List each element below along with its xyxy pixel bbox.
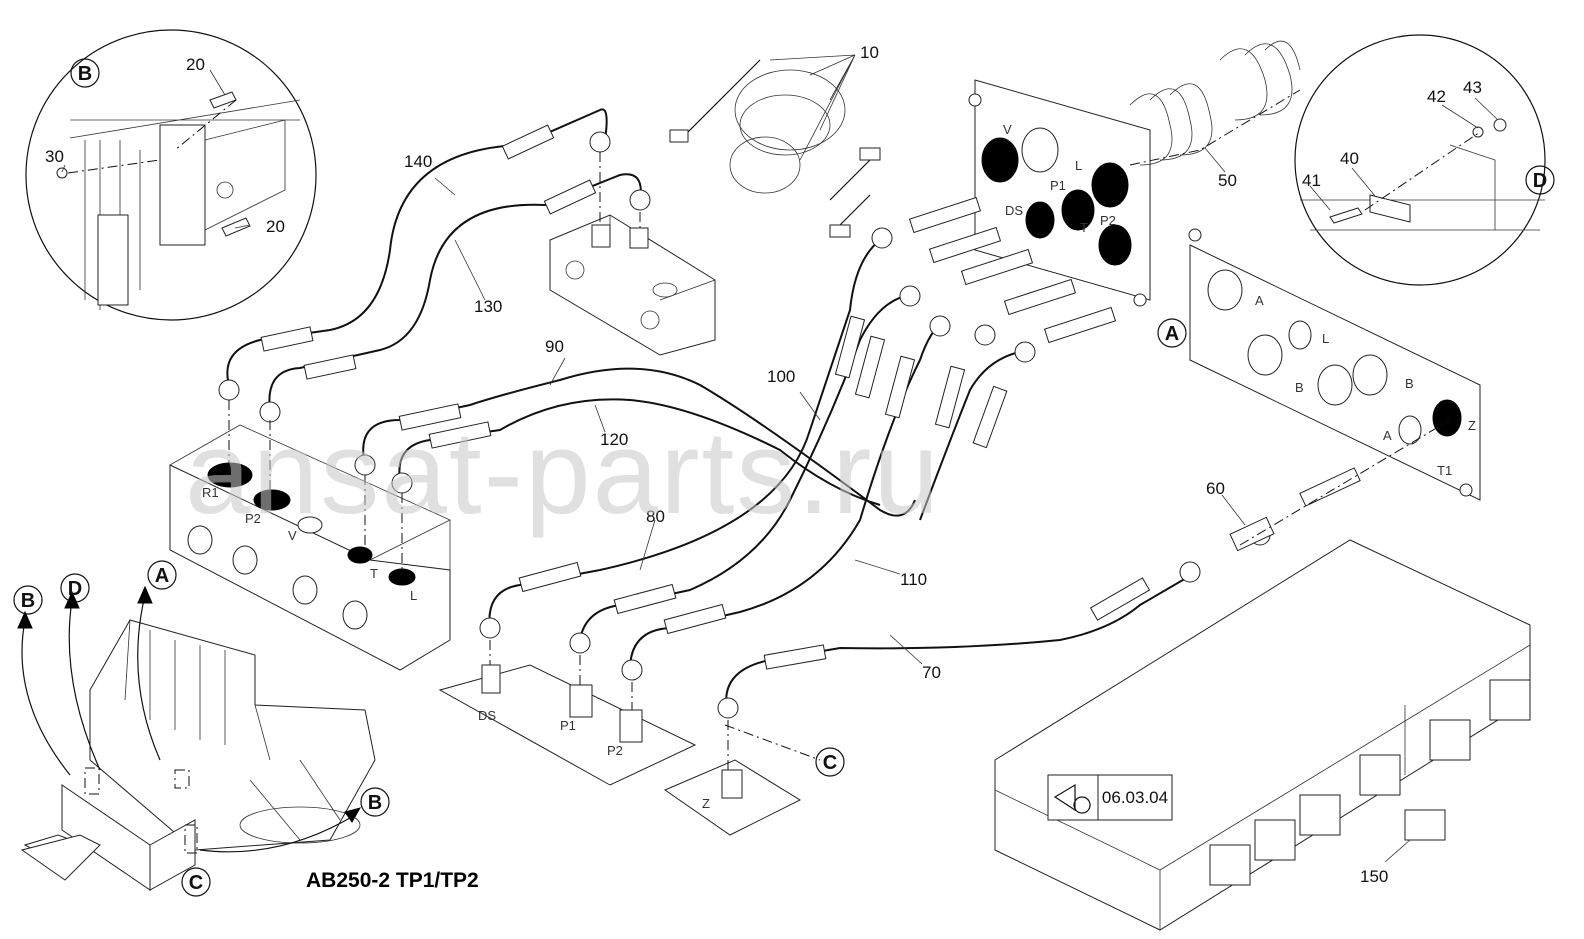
part-20b-label: 20 bbox=[266, 217, 285, 236]
callout-a-label-2: A bbox=[155, 565, 169, 587]
model-title: AB250-2 TP1/TP2 bbox=[306, 869, 479, 892]
blk-z-label: Z bbox=[702, 796, 710, 811]
coupling-panel bbox=[1188, 228, 1481, 501]
callout-a-circle-2 bbox=[147, 560, 177, 590]
adapters bbox=[908, 196, 1451, 552]
part-30-label: 30 bbox=[45, 147, 64, 166]
part-70-label: 70 bbox=[922, 663, 941, 682]
blk-p1-label: P1 bbox=[560, 718, 576, 733]
panel-b2-label: B bbox=[1405, 376, 1414, 391]
callout-c-circle bbox=[815, 747, 845, 777]
mani-v-label: V bbox=[288, 528, 297, 543]
part-140-label: 140 bbox=[404, 152, 432, 171]
callout-c-circle-2 bbox=[181, 867, 211, 897]
part-60-label: 60 bbox=[1206, 479, 1225, 498]
plate-l-label: L bbox=[1075, 158, 1082, 173]
part-110-label: 110 bbox=[900, 570, 927, 589]
part-90-label: 90 bbox=[545, 337, 564, 356]
callout-b-circle-2 bbox=[13, 585, 43, 615]
valve-manifold bbox=[169, 424, 451, 671]
mani-p2-label: P2 bbox=[245, 511, 261, 526]
clips bbox=[1129, 40, 1301, 166]
panel-l-label: L bbox=[1322, 331, 1329, 346]
control-unit bbox=[994, 539, 1531, 931]
detail-b bbox=[25, 29, 317, 321]
part-100-label: 100 bbox=[767, 367, 795, 386]
callout-b-label: B bbox=[78, 63, 92, 85]
blk-ds-label: DS bbox=[478, 708, 496, 723]
panel-a2-label: A bbox=[1383, 428, 1392, 443]
centerlines bbox=[228, 152, 821, 770]
plate-p2-label: P2 bbox=[1100, 213, 1116, 228]
callout-d-label: D bbox=[1533, 170, 1547, 192]
bracket-plate bbox=[968, 79, 1151, 307]
hose-fittings bbox=[218, 124, 1271, 719]
callout-b-circle bbox=[70, 58, 100, 88]
blk-p2-label: P2 bbox=[607, 743, 623, 758]
callout-b-circle-3 bbox=[360, 787, 390, 817]
part-43-label: 43 bbox=[1463, 78, 1482, 97]
watermark: ansat-parts.ru bbox=[185, 407, 941, 539]
panel-b1-label: B bbox=[1295, 380, 1304, 395]
plate-ds-label: DS bbox=[1005, 203, 1023, 218]
callout-b-label-3: B bbox=[368, 792, 382, 814]
cable-ties bbox=[669, 59, 881, 238]
part-41-label: 41 bbox=[1302, 171, 1321, 190]
mani-r1-label: R1 bbox=[202, 485, 219, 500]
callout-d-circle-2 bbox=[60, 573, 90, 603]
part-20a-label: 20 bbox=[186, 55, 205, 74]
small-valve-block bbox=[549, 214, 716, 356]
part-50-label: 50 bbox=[1218, 171, 1237, 190]
detail-d bbox=[1294, 34, 1546, 286]
part-120-label: 120 bbox=[600, 430, 628, 449]
plate-v-label: V bbox=[1003, 122, 1012, 137]
view-reference-label: 06.03.04 bbox=[1102, 788, 1168, 807]
part-42-label: 42 bbox=[1427, 87, 1446, 106]
callout-c-label-2: C bbox=[189, 872, 203, 894]
part-80-label: 80 bbox=[646, 507, 665, 526]
callout-b-label-2: B bbox=[21, 590, 35, 612]
part-40-label: 40 bbox=[1340, 149, 1359, 168]
mani-t-label: T bbox=[370, 566, 378, 581]
plate-t-label: T bbox=[1080, 220, 1088, 235]
callout-a-label-panel: A bbox=[1165, 323, 1179, 345]
panel-z-label: Z bbox=[1468, 418, 1476, 433]
part-labels: 10 20 20 30 40 41 42 43 50 60 70 80 90 1… bbox=[45, 43, 1482, 886]
lower-blocks bbox=[438, 664, 802, 836]
part-10-label: 10 bbox=[860, 43, 879, 62]
panel-t1-label: T1 bbox=[1437, 463, 1452, 478]
part-130-label: 130 bbox=[474, 297, 502, 316]
callout-c-label: C bbox=[823, 752, 837, 774]
callout-d-circle bbox=[1525, 165, 1555, 195]
callout-a-circle-panel bbox=[1157, 318, 1187, 348]
tractor-illustration bbox=[17, 585, 376, 891]
plate-p1-label: P1 bbox=[1050, 178, 1066, 193]
leader-lines bbox=[61, 54, 1499, 863]
callout-d-label-2: D bbox=[68, 578, 82, 600]
mani-l-label: L bbox=[410, 588, 417, 603]
part-150-label: 150 bbox=[1360, 867, 1388, 886]
panel-a-label: A bbox=[1255, 293, 1264, 308]
